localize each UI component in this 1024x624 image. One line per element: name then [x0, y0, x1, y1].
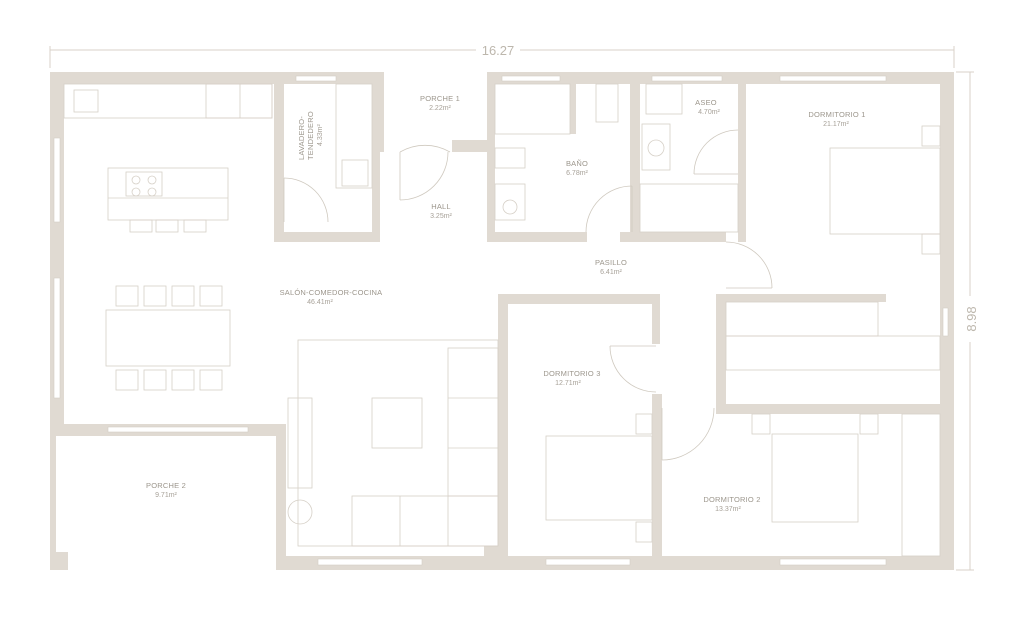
height-dimension: 8.98 [964, 306, 979, 331]
walls [50, 72, 954, 570]
room-area-hall: 3.25m² [430, 213, 452, 220]
room-area-dormitorio1: 21.17m² [823, 121, 849, 128]
room-area-dormitorio2: 13.37m² [715, 506, 741, 513]
room-name-dormitorio2: DORMITORIO 2 [703, 495, 760, 504]
width-dimension: 16.27 [482, 43, 515, 58]
room-name-pasillo: PASILLO [595, 258, 627, 267]
room-name-dormitorio3: DORMITORIO 3 [543, 369, 600, 378]
room-name-bano: BAÑO [566, 159, 588, 168]
room-name-lavadero-line2: TENDEDERO [306, 111, 315, 160]
room-name-dormitorio1: DORMITORIO 1 [808, 110, 865, 119]
room-area-salon: 46.41m² [307, 299, 333, 306]
room-area-bano: 6.78m² [566, 170, 588, 177]
room-area-pasillo: 6.41m² [600, 269, 622, 276]
room-area-porche1: 2.22m² [429, 105, 451, 112]
room-name-aseo: ASEO [695, 98, 717, 107]
room-name-porche1: PORCHE 1 [420, 94, 460, 103]
furniture [63, 83, 941, 557]
windows [53, 75, 949, 566]
room-area-lavadero: 4.33m² [317, 124, 324, 146]
doors [283, 129, 773, 461]
room-area-aseo: 4.70m² [698, 109, 720, 116]
room-area-porche2: 9.71m² [155, 492, 177, 499]
room-name-lavadero-line1: LAVADERO- [297, 116, 306, 160]
room-name-hall: HALL [431, 202, 451, 211]
room-area-dormitorio3: 12.71m² [555, 380, 581, 387]
room-name-porche2: PORCHE 2 [146, 481, 186, 490]
room-name-salon: SALÓN-COMEDOR-COCINA [280, 288, 383, 297]
room-labels: PORCHE 1 2.22m² LAVADERO- TENDEDERO 4.33… [146, 94, 865, 513]
